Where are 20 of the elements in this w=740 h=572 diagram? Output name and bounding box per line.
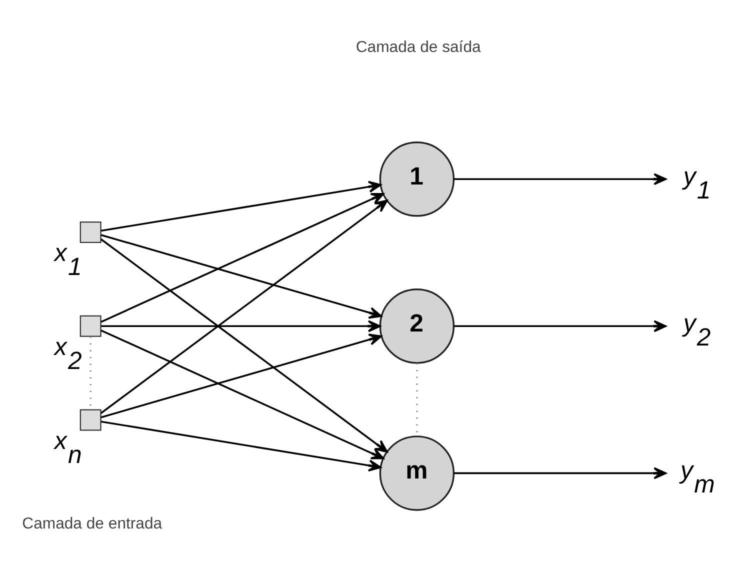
node-circle: 1	[379, 142, 455, 217]
node-box	[80, 222, 102, 244]
node-box	[80, 409, 102, 431]
arrow	[454, 467, 667, 480]
arrow	[100, 234, 382, 319]
label: Camada de entrada	[22, 515, 162, 532]
arrow	[454, 320, 667, 332]
arrow	[100, 193, 384, 323]
node-circle: m	[379, 436, 455, 511]
node-box	[80, 315, 102, 337]
node-circle: 2	[379, 288, 455, 364]
arrow	[100, 420, 382, 472]
arrow	[100, 330, 384, 460]
arrow	[100, 180, 382, 232]
arrow	[100, 334, 382, 418]
arrow	[454, 173, 667, 186]
label: Camada de saída	[356, 39, 481, 56]
arrow	[100, 200, 388, 414]
arrow	[100, 238, 388, 453]
arrow	[101, 320, 381, 332]
